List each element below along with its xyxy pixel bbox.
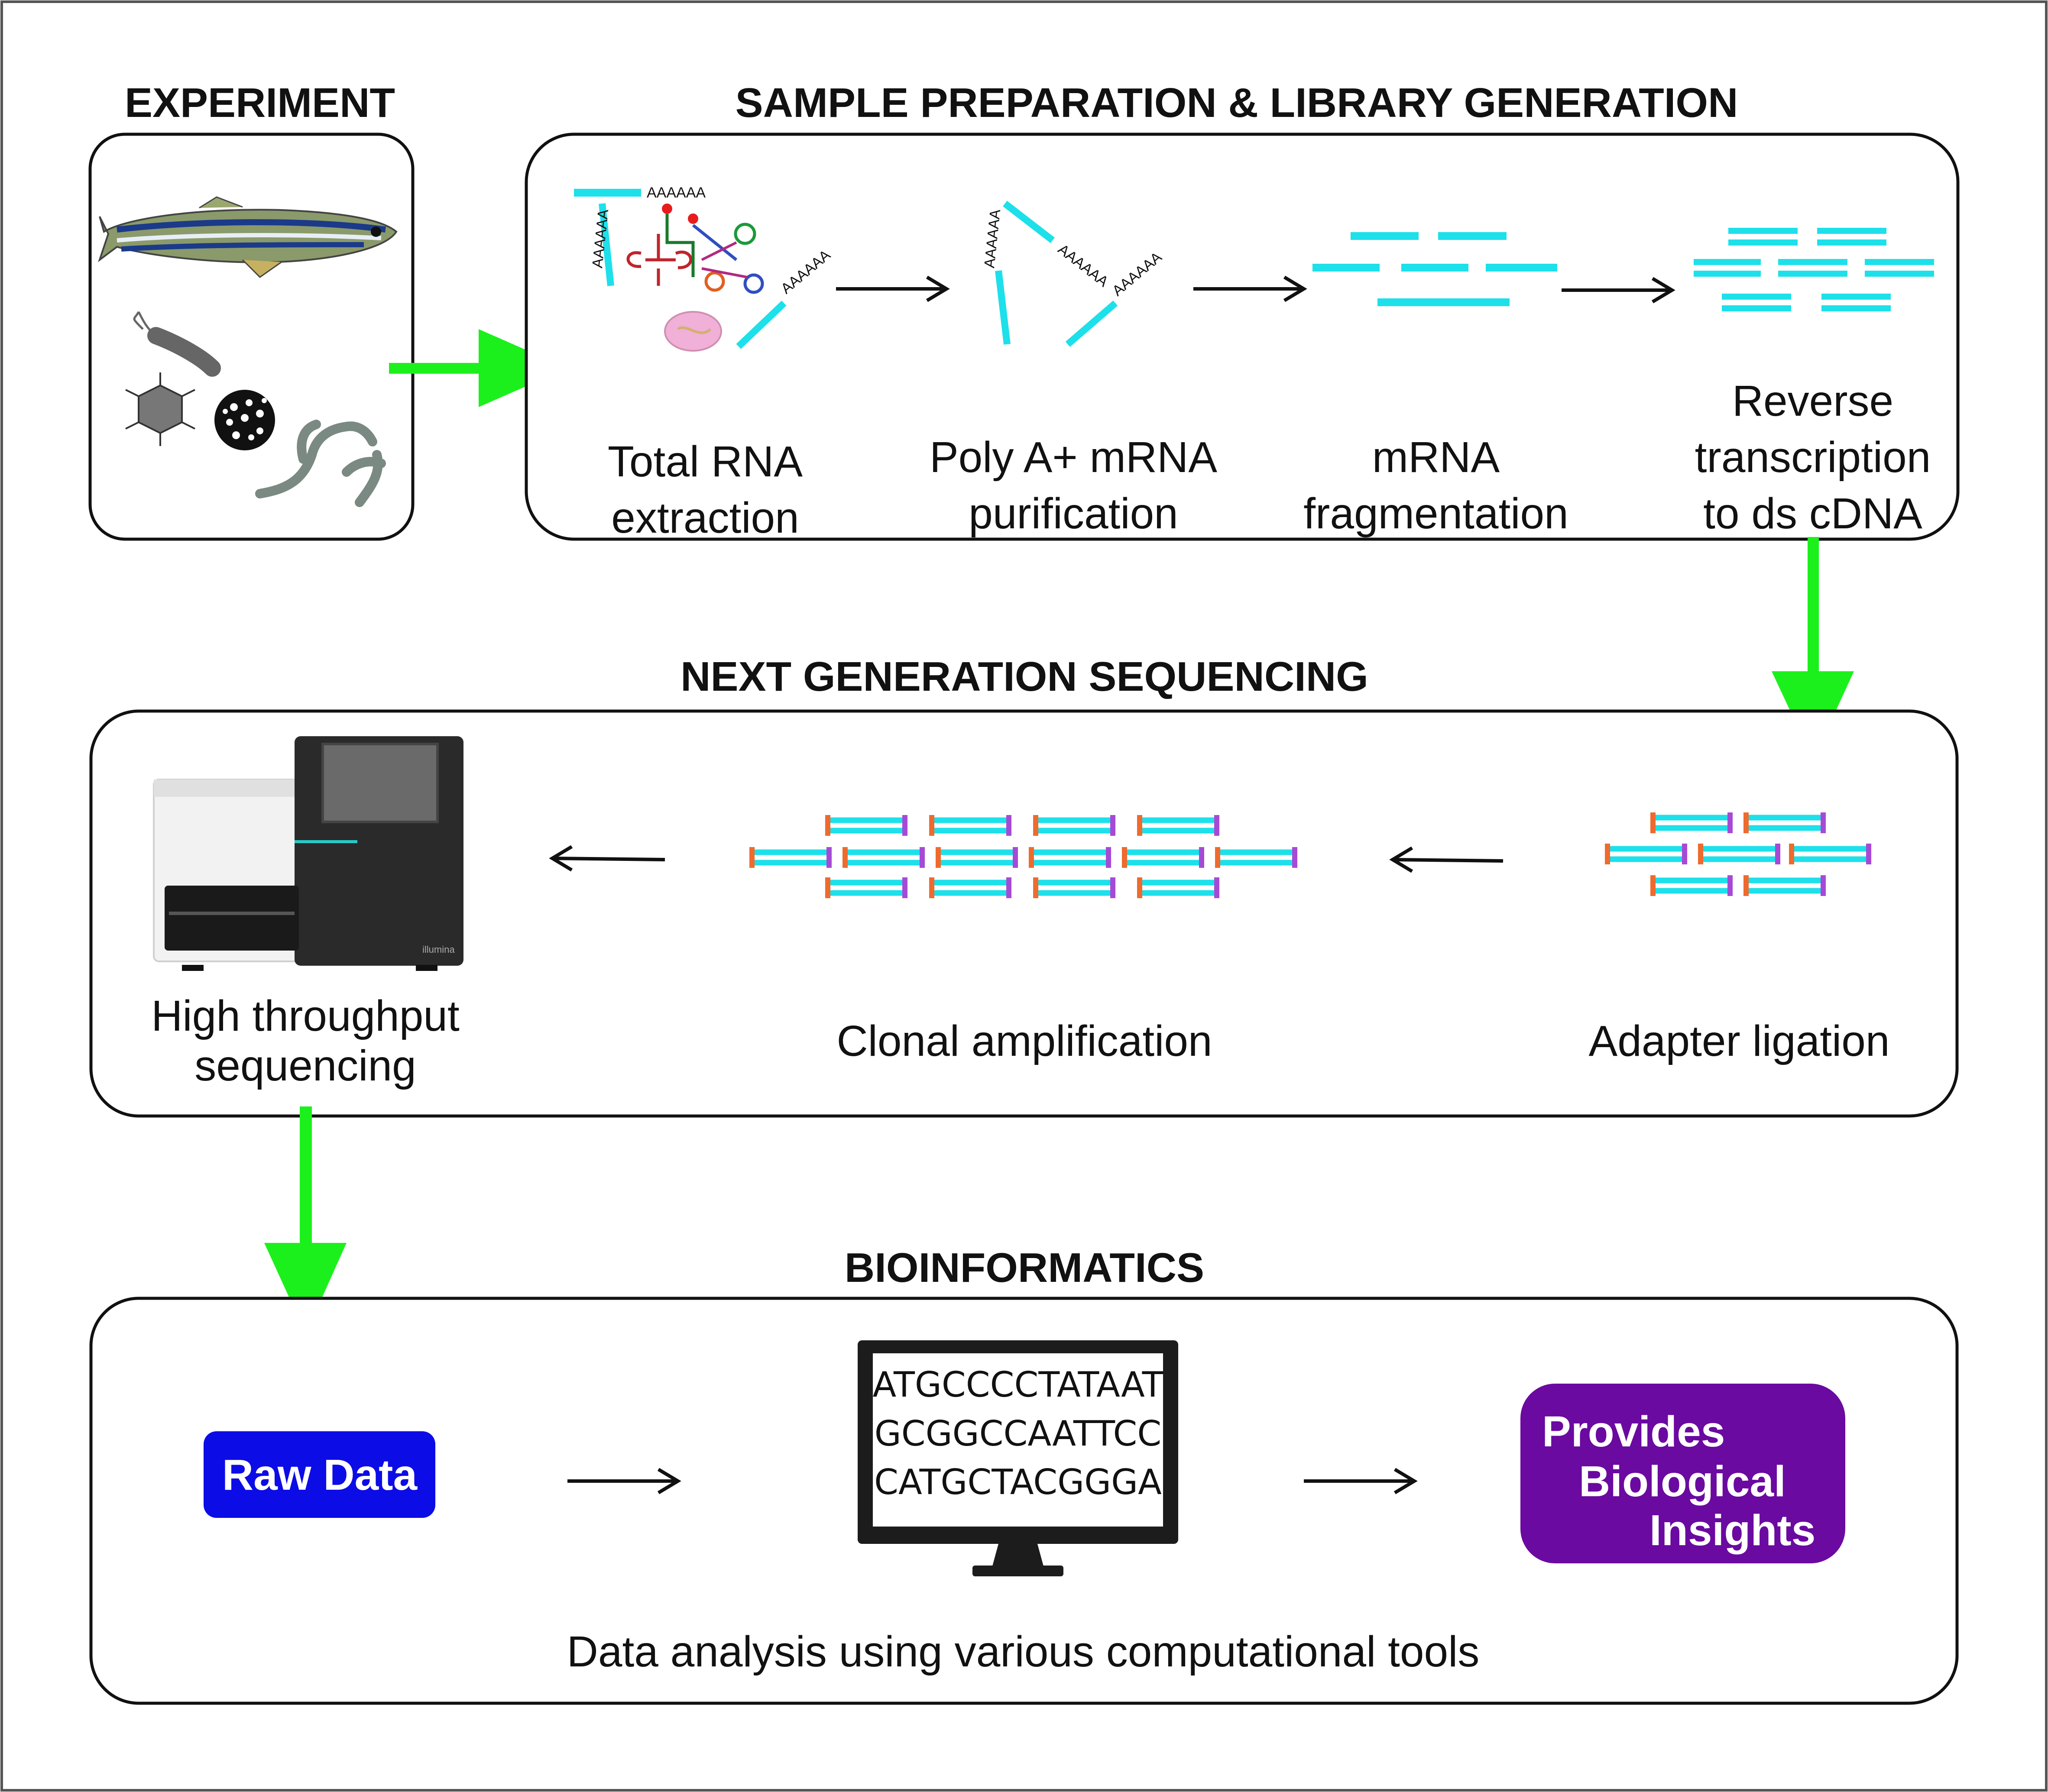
adapter-fragment [843,847,925,868]
sample-prep-box [525,133,1960,541]
fungus-image [255,420,386,507]
adapter-fragment [1029,847,1111,868]
adapter-fragment [1033,815,1115,836]
raw-data-label: Raw Data [222,1451,418,1499]
adapter-fragment [929,815,1011,836]
adapter-fragment [1215,847,1297,868]
sequence-line: ATGCCCCTATAAT [873,1365,1164,1405]
adapter-fragment [1122,847,1204,868]
adapter-fragment [1033,877,1115,898]
clonal-amplification-illustration [749,815,1297,898]
adapter-fragment [1743,875,1826,896]
insights-badge [1520,1384,1845,1563]
step-arrow [1562,277,1675,304]
sequence-line: CATGCTACGGGA [874,1462,1162,1502]
sample-prep-title: SAMPLE PREPARATION & LIBRARY GENERATION [736,80,1738,126]
step-label: High throughput [151,992,460,1040]
step-label: extraction [611,494,799,542]
virus-image [125,372,195,446]
step-arrow [1304,1468,1418,1494]
adapter-fragment [1650,875,1733,896]
step-arrow-left [549,845,665,872]
step-label: transcription [1695,433,1931,482]
step-label: to ds cDNA [1703,489,1922,538]
insights-line: Biological [1579,1457,1786,1506]
adapter-fragment [1137,877,1219,898]
analysis-caption: Data analysis using various computationa… [567,1627,1480,1676]
step-label: Clonal amplification [836,1017,1212,1065]
sequencer-image: illumina [153,736,463,971]
adapter-fragment [1650,812,1733,833]
bacterium-image [133,311,221,377]
fragmentation-illustration [1312,232,1557,306]
adapter-fragment [825,815,907,836]
adapter-fragment [1789,844,1871,864]
raw-data-badge [204,1431,435,1518]
experiment-box [88,133,415,541]
adapter-fragment [929,877,1011,898]
step-label: purification [969,489,1178,538]
adapter-fragment [1743,812,1826,833]
ngs-title: NEXT GENERATION SEQUENCING [681,653,1368,700]
adapter-fragment [1605,844,1687,864]
monitor-icon [858,1340,1178,1576]
step-arrow [1193,275,1307,302]
experiment-title: EXPERIMENT [125,80,395,126]
step-label: Poly A+ mRNA [930,433,1217,482]
ngs-box [89,709,1959,1118]
step-label: Reverse [1732,377,1893,425]
adapter-ligation-illustration [1605,812,1871,896]
sequence-line: GCGGCCAATTCC [875,1414,1161,1454]
adapter-fragment [936,847,1018,868]
step-arrow-left [1389,846,1504,873]
zebrafish-image [98,196,398,278]
step-label: sequencing [194,1042,416,1090]
flow-arrow-right [389,329,567,407]
flow-arrow-down [264,1106,347,1334]
svg-text:illumina: illumina [422,944,455,955]
step-arrow [836,275,950,302]
ds-cdna-illustration [1694,228,1934,311]
adapter-fragment [825,877,907,898]
step-arrow [567,1468,681,1494]
step-label: fragmentation [1303,489,1568,538]
adapter-fragment [749,847,832,868]
adapter-fragment [1137,815,1219,836]
svg-text:AAAAAA: AAAAAA [647,184,706,201]
insights-line: Provides [1542,1407,1725,1456]
insights-line: Insights [1649,1506,1815,1555]
bioinformatics-title: BIOINFORMATICS [845,1245,1204,1291]
step-label: mRNA [1372,433,1500,482]
adapter-fragment [1698,844,1780,864]
step-label: Adapter ligation [1589,1017,1890,1065]
step-label: Total RNA [608,437,803,486]
spore-image [214,390,275,450]
